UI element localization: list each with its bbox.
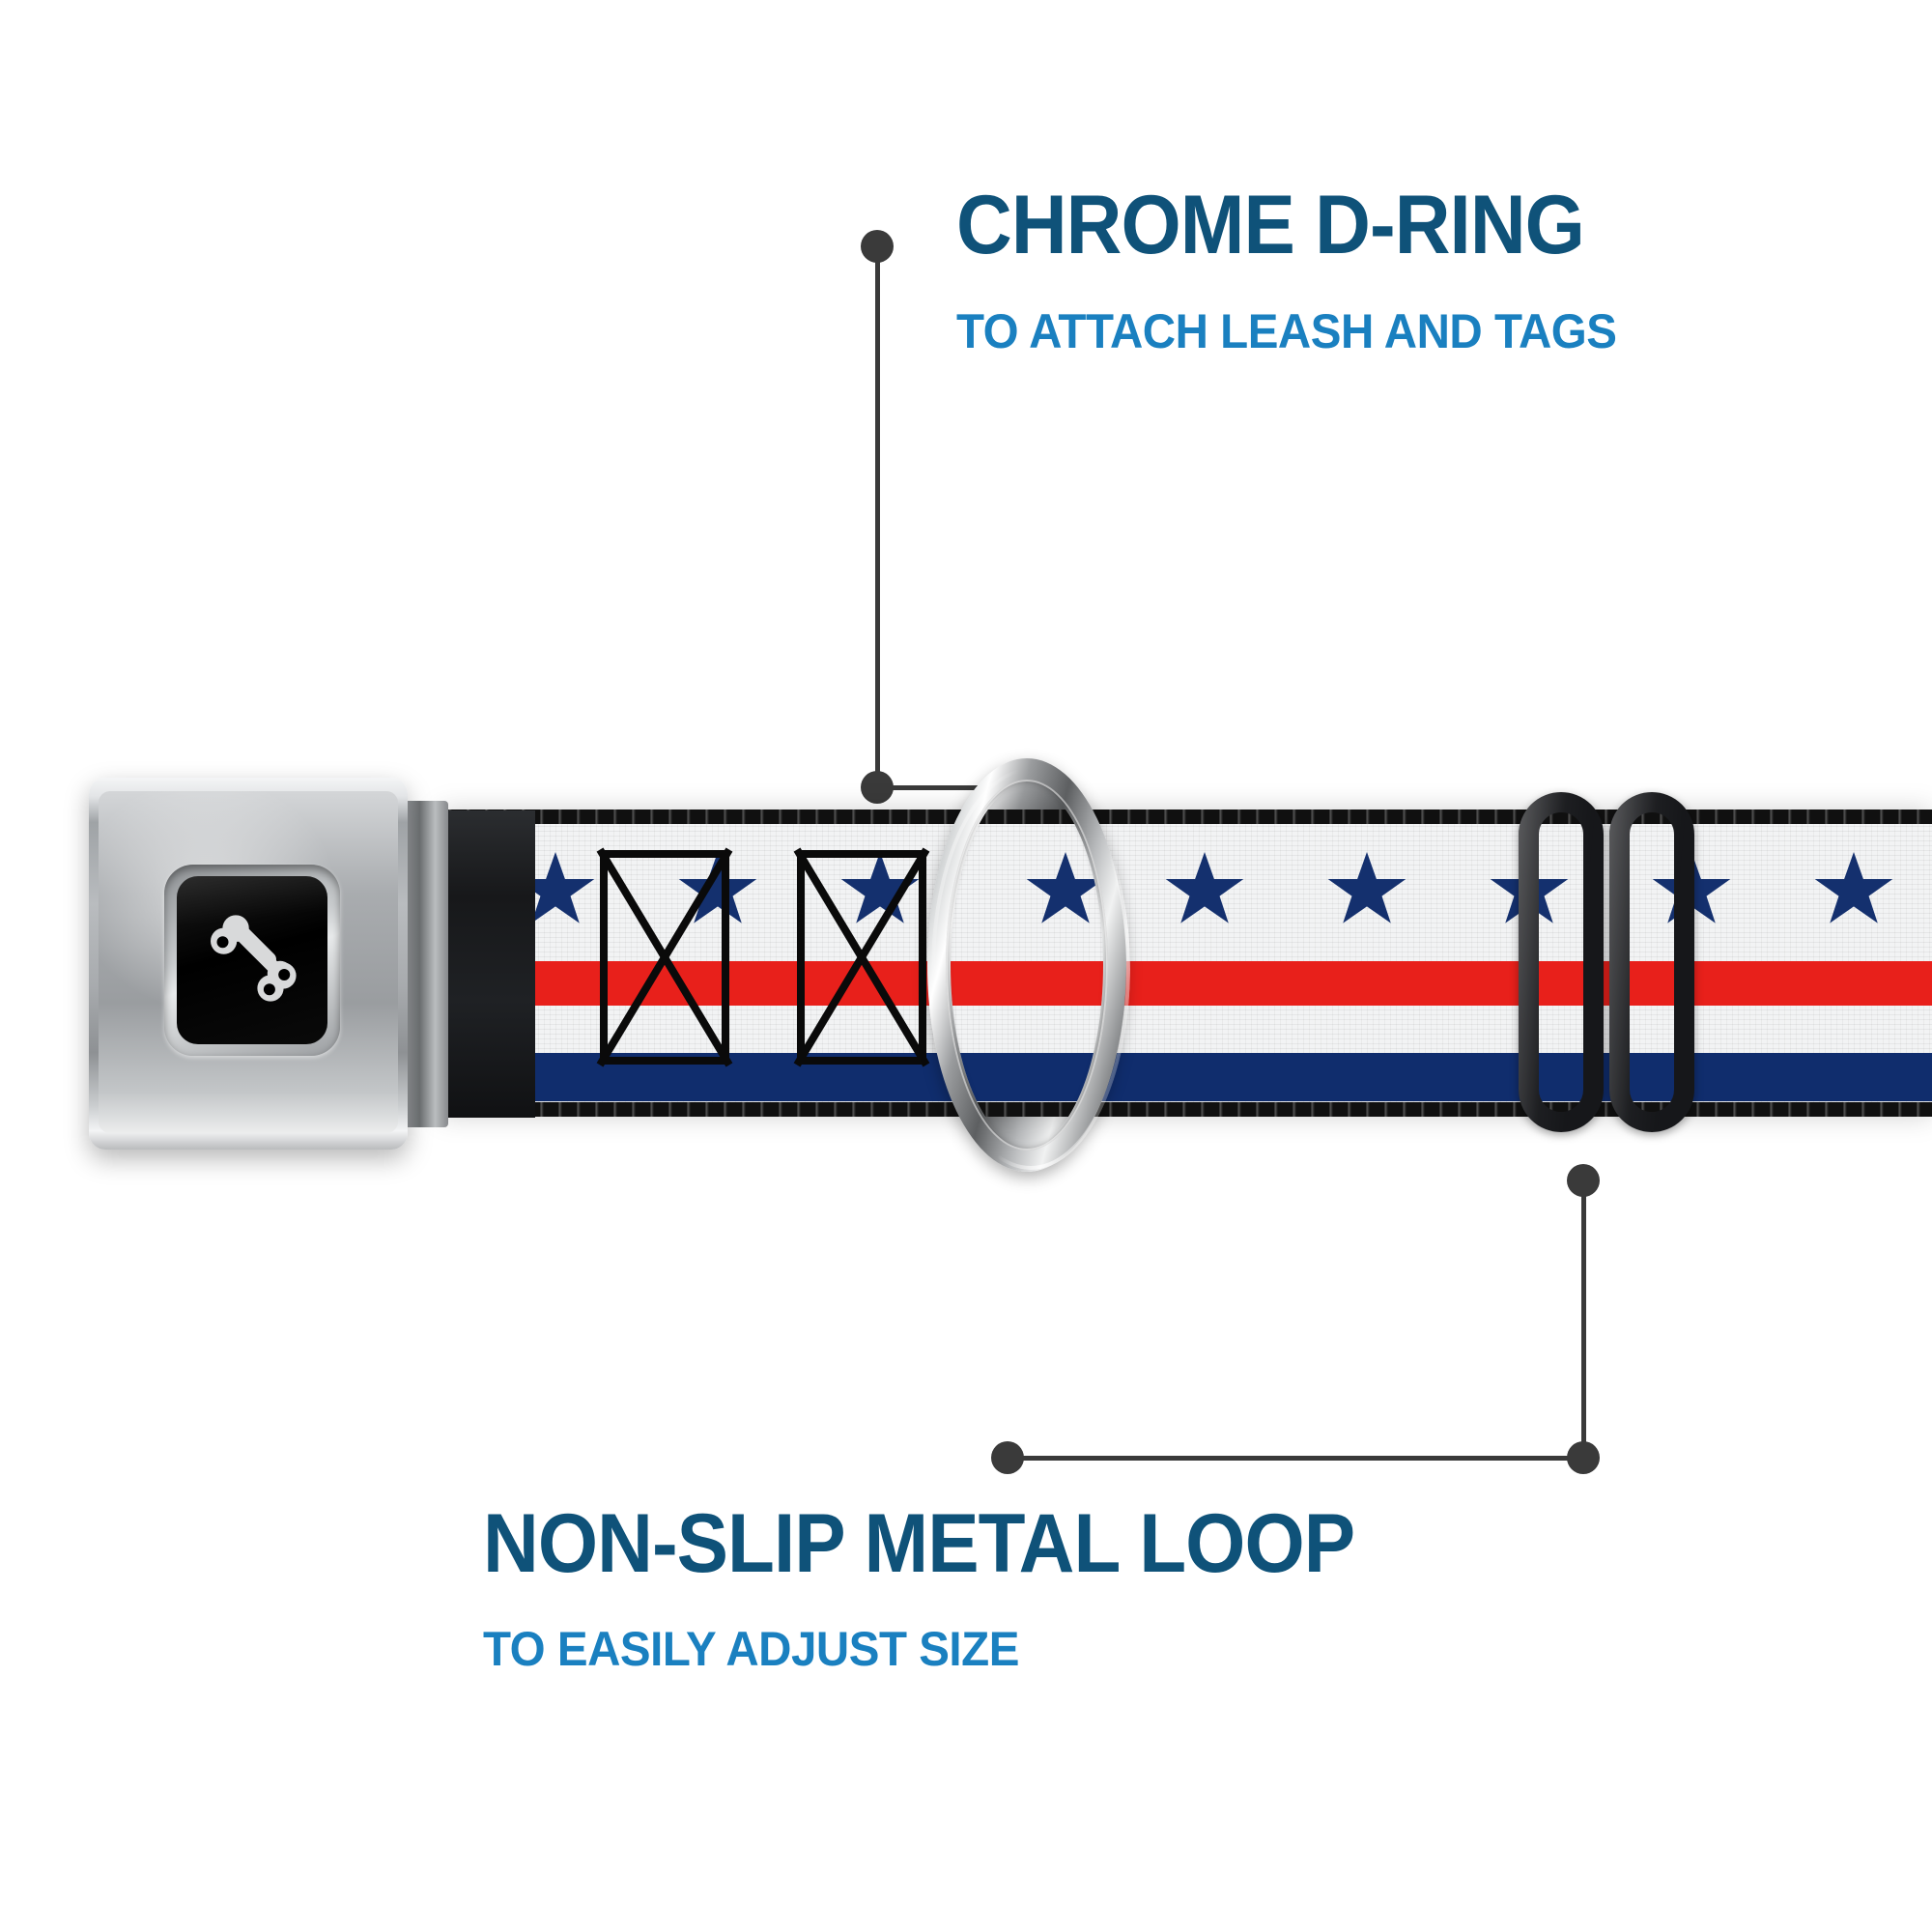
buckle-logo-plate [177,876,327,1044]
box-x-stitch [596,847,733,1067]
loop-bar-left [1519,792,1604,1132]
strap-edge-stitch-top [440,810,1932,824]
leader-line-top-vertical [875,246,880,787]
box-x-stitch [793,847,930,1067]
callout-title-non-slip-metal-loop: NON-SLIP METAL LOOP [483,1497,1355,1590]
buckle-face-plate [89,778,408,1150]
buckle-webbing-tab [439,810,535,1118]
loop-bar-right [1609,792,1694,1132]
strap-star [1165,852,1244,923]
callout-subtitle-non-slip-metal-loop: TO EASILY ADJUST SIZE [483,1622,1019,1676]
non-slip-metal-loop[interactable] [1519,792,1708,1132]
dog-bone-icon [211,915,297,1002]
strap-webbing [440,810,1932,1117]
leader-line-bottom-horizontal [1008,1456,1583,1461]
chrome-d-ring[interactable] [927,758,1142,1172]
d-ring-inner-edge [946,780,1108,1151]
seatbelt-buckle[interactable] [89,778,535,1150]
callout-title-chrome-d-ring: CHROME D-RING [956,179,1585,271]
strap-star [1327,852,1406,923]
callout-subtitle-chrome-d-ring: TO ATTACH LEASH AND TAGS [956,304,1617,358]
strap-star [1814,852,1893,923]
strap-edge-stitch-bottom [440,1102,1932,1117]
leader-dot-bottom-tip [991,1441,1024,1474]
collar-strap [440,810,1932,1117]
leader-line-bottom-vertical [1581,1180,1586,1456]
